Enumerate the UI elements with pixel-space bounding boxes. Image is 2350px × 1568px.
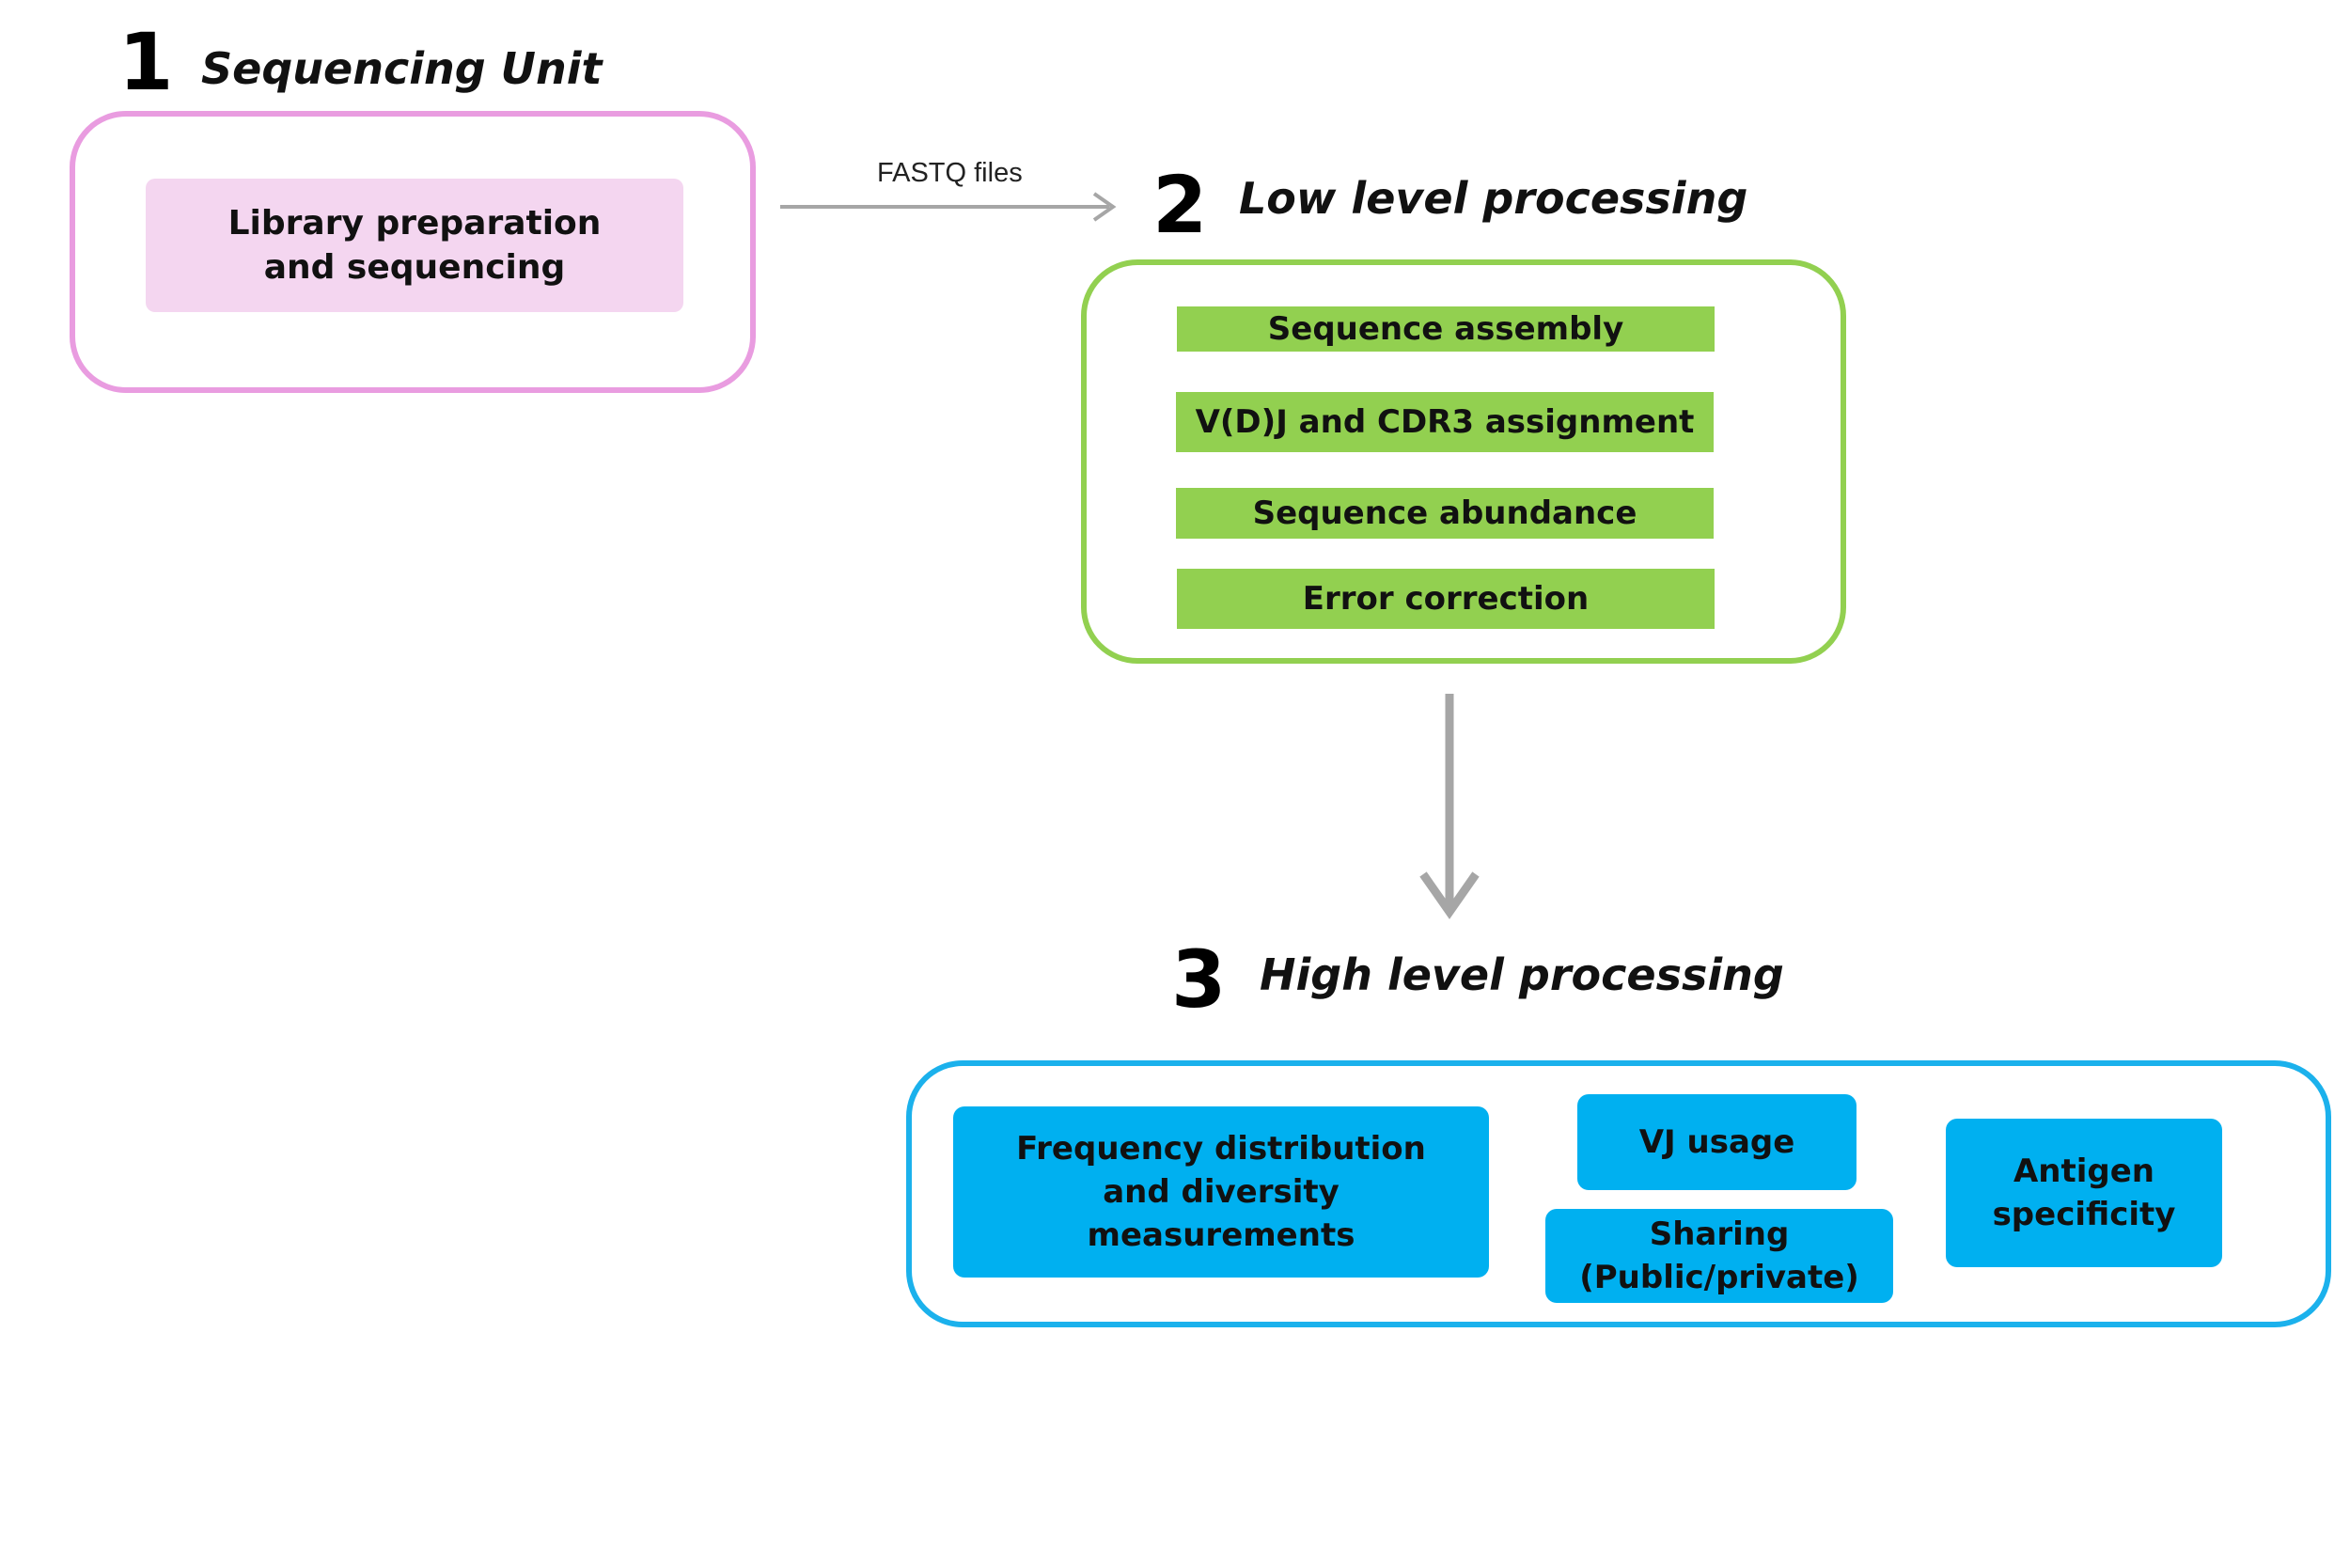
sharing-public-private-node: Sharing (Public/private) [1545,1209,1893,1303]
frequency-diversity-node: Frequency distribution and diversity mea… [953,1106,1489,1278]
step-3-number: 3 [1171,933,1227,1026]
step-1-number: 1 [118,16,174,108]
library-preparation-node: Library preparation and sequencing [146,179,683,312]
antigen-specificity-node: Antigen specificity [1946,1119,2222,1267]
vdj-cdr3-assignment-node: V(D)J and CDR3 assignment [1176,392,1714,452]
sequence-abundance-node: Sequence abundance [1176,488,1714,539]
sequence-assembly-node: Sequence assembly [1177,306,1715,352]
step-2-title: Low level processing [1239,173,1748,224]
step-1-title: Sequencing Unit [201,43,603,94]
step-2-number: 2 [1152,159,1208,251]
vj-usage-node: VJ usage [1577,1094,1856,1190]
fastq-files-label: FASTQ files [877,158,1023,188]
edge-low-to-high [1419,694,1480,919]
step-3-title: High level processing [1260,949,1784,1000]
edge-fastq-arrow [780,192,1117,222]
error-correction-node: Error correction [1177,569,1715,629]
